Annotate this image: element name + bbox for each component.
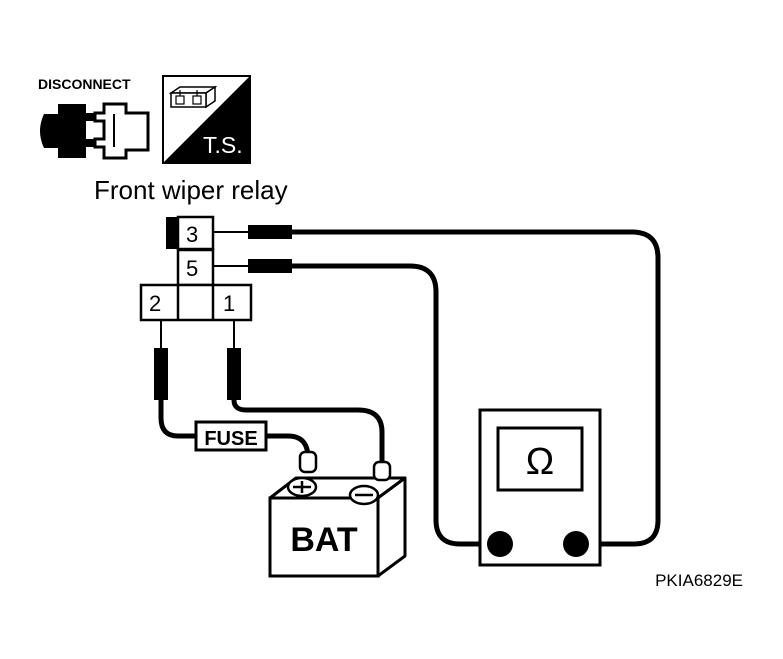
probe-pin2 [154, 320, 168, 400]
battery: BAT [268, 450, 407, 578]
probe-pin5 [213, 259, 292, 273]
ts-label: T.S. [203, 132, 243, 158]
probe-pin3 [213, 225, 292, 239]
wire-pin1-to-battery-minus [231, 397, 385, 465]
relay-connector: 3 5 2 1 [139, 215, 253, 322]
pin-3-label: 3 [186, 222, 198, 247]
battery-label: BAT [290, 521, 358, 559]
minus-icon [348, 484, 380, 506]
ohmmeter: Ω [478, 408, 602, 567]
wire-pin2-to-fuse [158, 397, 199, 439]
fuse: FUSE [194, 420, 268, 452]
battery-positive-terminal [298, 450, 318, 474]
disconnect-label: DISCONNECT [38, 76, 131, 92]
disconnect-icon: DISCONNECT [38, 76, 150, 160]
plus-icon [286, 476, 318, 498]
figure-id: PKIA6829E [655, 571, 743, 590]
meter-terminal-left [487, 531, 513, 557]
disconnect-connector-icon [40, 102, 150, 160]
fuse-label: FUSE [204, 428, 257, 450]
wire-pin5-to-meter [289, 263, 503, 547]
wire-pin3-to-meter [289, 229, 661, 547]
pin-1-label: 1 [223, 291, 235, 316]
probe-pin1 [227, 320, 241, 400]
test-switch-icon [168, 85, 218, 109]
pin-2-label: 2 [149, 291, 161, 316]
meter-terminal-right [563, 531, 589, 557]
ts-icon: T.S. [162, 75, 251, 164]
pin-5-label: 5 [186, 256, 198, 281]
relay-title: Front wiper relay [94, 175, 288, 205]
battery-negative-terminal [372, 460, 392, 482]
ohm-symbol: Ω [526, 441, 554, 483]
